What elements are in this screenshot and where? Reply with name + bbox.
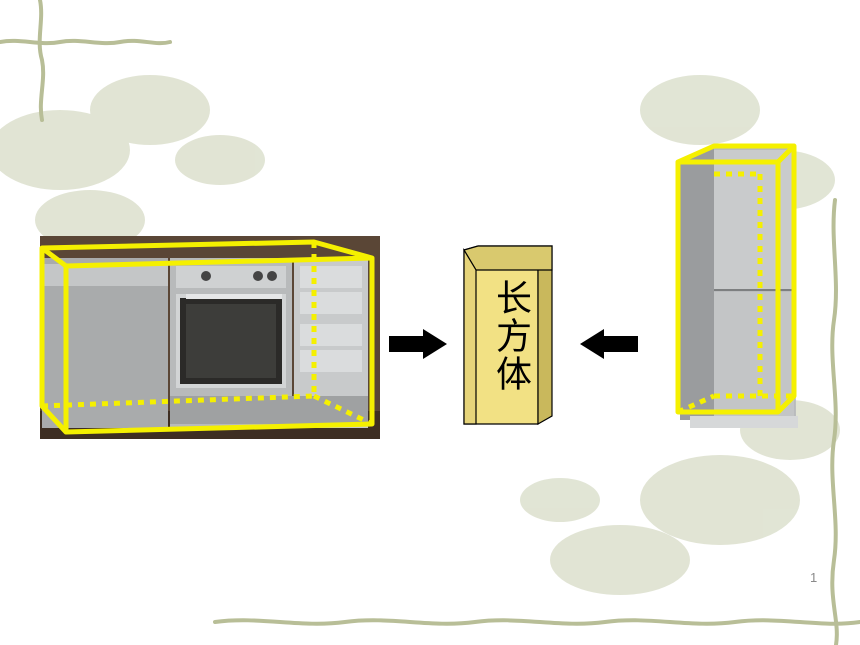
slide-number: 1 <box>810 570 818 585</box>
cuboid-shape <box>463 245 553 426</box>
arrow-left-icon <box>580 329 638 359</box>
arrow-right-icon <box>389 329 447 359</box>
refrigerator-image <box>675 143 798 428</box>
stove-image <box>39 236 380 439</box>
